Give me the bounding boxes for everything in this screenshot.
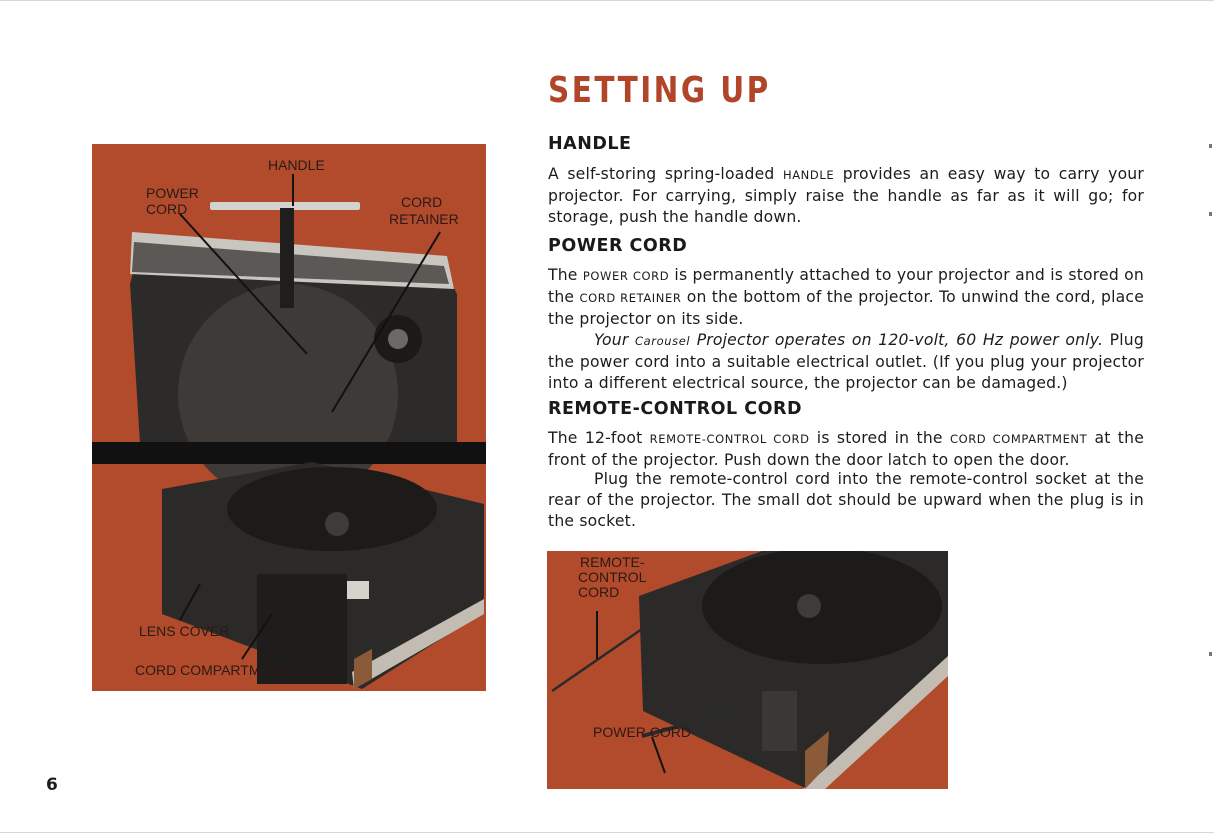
remote-plug-paragraph: Plug the remote-control cord into the re… xyxy=(548,470,1144,530)
label-cord-retainer-1: CORD xyxy=(401,194,442,210)
remote-cord-line xyxy=(551,627,643,693)
projector-rear-photo: REMOTE- CONTROL CORD POWER CORD xyxy=(547,551,948,789)
handle-paragraph: A self-storing spring-loaded HANDLE prov… xyxy=(548,165,1145,226)
label-remote-1: REMOTE- xyxy=(580,554,645,570)
rear-panel-vents xyxy=(762,691,797,751)
page-top-edge xyxy=(0,0,1214,1)
edge-mark xyxy=(1209,652,1212,656)
page-number: 6 xyxy=(46,775,58,795)
projector-rear-illustration: REMOTE- CONTROL CORD POWER CORD xyxy=(547,551,948,789)
label-handle: HANDLE xyxy=(268,157,325,173)
remote-cord-paragraph: The 12-foot REMOTE-CONTROL CORD is store… xyxy=(548,429,1144,469)
label-power-cord-1: POWER xyxy=(146,185,199,201)
photo-divider-band xyxy=(92,442,486,464)
section-heading-power-cord: POWER CORD xyxy=(548,236,688,256)
label-cord-retainer-2: RETAINER xyxy=(389,211,459,227)
power-warning-paragraph: Your Carousel Projector operates on 120-… xyxy=(548,331,1144,392)
handle-arm xyxy=(280,208,294,308)
lower-tray xyxy=(227,467,437,551)
section-heading-handle: HANDLE xyxy=(548,134,632,154)
cord-compartment-door xyxy=(257,574,347,684)
page-bottom-edge xyxy=(0,832,1214,833)
projector-top-photo: HANDLE POWER CORD CORD RETAINER LENS COV… xyxy=(92,144,486,691)
label-power-cord-2: CORD xyxy=(146,201,187,217)
label-cord-compartment: CORD COMPARTMENT xyxy=(135,662,289,678)
handle-bar xyxy=(210,202,360,210)
page-title: SETTING UP xyxy=(548,70,771,111)
label-remote-3: CORD xyxy=(578,584,619,600)
rear-tray xyxy=(702,551,942,664)
power-cord-line xyxy=(641,709,738,738)
projector-illustration: HANDLE POWER CORD CORD RETAINER LENS COV… xyxy=(92,144,486,691)
edge-mark xyxy=(1209,212,1212,216)
power-cord-paragraph: The POWER CORD is permanently attached t… xyxy=(548,266,1144,328)
kodak-logo-badge xyxy=(347,581,369,599)
label-remote-2: CONTROL xyxy=(578,569,647,585)
edge-mark xyxy=(1209,144,1212,148)
label-lens-cover: LENS COVER xyxy=(139,623,229,639)
label-power-cord: POWER CORD xyxy=(593,724,691,740)
section-heading-remote-cord: REMOTE-CONTROL CORD xyxy=(548,399,802,419)
